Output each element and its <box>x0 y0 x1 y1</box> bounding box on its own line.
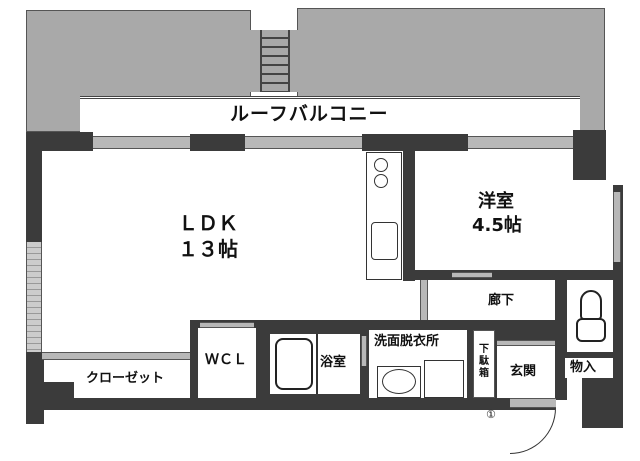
ldk-label-line1: ＬＤＫ <box>178 211 238 235</box>
wcl-room <box>198 328 256 398</box>
wall-right <box>613 185 623 425</box>
window-ldk-2 <box>245 136 365 149</box>
wall-top-right-corner <box>573 130 606 185</box>
entrance-door-frame <box>510 398 556 408</box>
entrance <box>497 346 555 398</box>
wall-bottom-left-corner <box>26 352 44 424</box>
ladder <box>260 30 290 92</box>
shoe-box <box>473 330 495 398</box>
toilet-tank-icon <box>580 290 602 320</box>
bathroom-divider <box>316 334 318 394</box>
door-western <box>452 272 492 278</box>
wcl-label: ＷＣＬ <box>205 352 247 368</box>
front-door-swing-icon[interactable] <box>510 408 556 454</box>
hallway-label: 廊下 <box>488 293 515 308</box>
storage-label: 物入 <box>570 360 597 375</box>
washroom-label: 洗面脱衣所 <box>374 334 440 349</box>
window-ldk-1 <box>93 136 190 149</box>
closet-room <box>74 360 190 398</box>
wall-top-kitchen <box>362 134 468 151</box>
toilet-bowl-icon <box>576 318 606 342</box>
wall-toilet-storage <box>555 352 623 358</box>
roof-balcony <box>80 96 580 136</box>
hallway-door-left <box>420 280 428 320</box>
kitchen-sink <box>371 222 398 260</box>
roof-balcony-label: ルーフバルコニー <box>230 103 389 125</box>
bathroom-door <box>361 336 367 366</box>
ldk-room-lower <box>42 280 422 320</box>
wall-kitchen-western <box>403 151 415 281</box>
western-room-label-line2: 4.5帖 <box>472 215 522 236</box>
window-western <box>468 136 573 149</box>
bathroom-label: 浴室 <box>320 355 347 370</box>
closet-door <box>42 352 190 360</box>
window-ldk-left <box>26 242 42 354</box>
bathtub-icon <box>275 338 313 390</box>
washbasin-bowl-icon <box>382 369 416 394</box>
western-room-label-line1: 洋室 <box>478 191 514 212</box>
storage-room <box>565 358 613 378</box>
shoe-box-label: 下駄箱 <box>479 344 489 379</box>
entrance-marker: ① <box>486 408 496 421</box>
entrance-label: 玄関 <box>510 364 537 379</box>
western-room-ext <box>415 180 613 270</box>
wall-western-bottom <box>403 270 623 280</box>
stove-burner-2 <box>374 174 388 188</box>
ldk-label-line2: １３帖 <box>178 237 238 261</box>
wcl-door <box>200 322 254 328</box>
wall-left <box>26 180 42 242</box>
wall-bottom-closet <box>42 398 190 410</box>
hallway <box>430 280 555 325</box>
wall-storage-bottom <box>582 378 623 428</box>
closet-room-left <box>44 360 74 382</box>
entrance-step <box>497 340 555 346</box>
closet-label: クローゼット <box>86 371 165 386</box>
stove-burner-1 <box>374 158 388 172</box>
wall-hallway-right <box>555 280 567 400</box>
washing-machine-space <box>424 360 464 398</box>
wall-top-mid <box>190 134 245 151</box>
window-western-right <box>613 192 621 262</box>
